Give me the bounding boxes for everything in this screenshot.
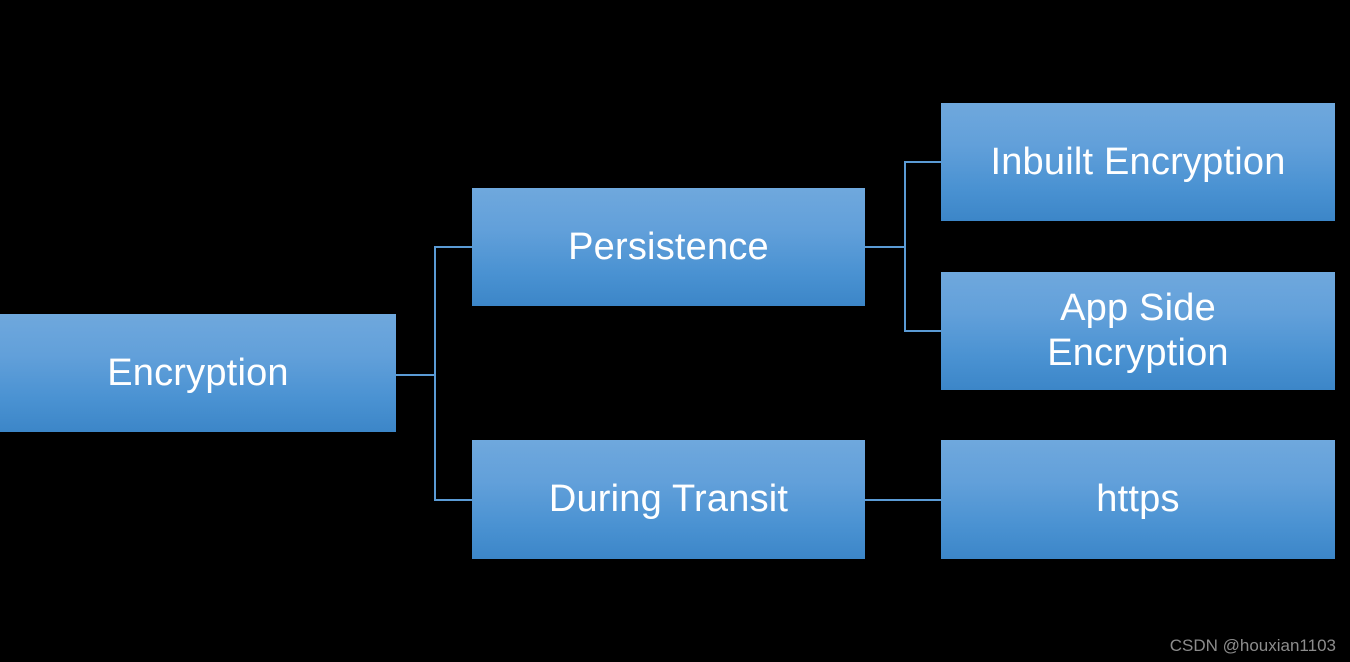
node-encryption[interactable]: Encryption xyxy=(0,314,396,432)
node-app-side-encryption-label: App Side Encryption xyxy=(1047,287,1229,374)
node-https[interactable]: https xyxy=(941,440,1335,559)
node-https-label: https xyxy=(1096,478,1180,521)
connector-branch-to-app-side-encryption xyxy=(904,330,941,332)
connector-persistence-to-branch xyxy=(865,246,906,248)
connector-branch-to-inbuilt-encryption xyxy=(904,161,941,163)
node-during-transit-label: During Transit xyxy=(548,478,789,521)
node-persistence-label: Persistence xyxy=(568,225,769,268)
connector-branch-to-persistence xyxy=(434,246,472,248)
node-app-side-encryption[interactable]: App Side Encryption xyxy=(941,272,1335,390)
node-persistence[interactable]: Persistence xyxy=(472,188,865,306)
connector-encryption-to-branch xyxy=(396,374,436,376)
connector-branch-to-during-transit xyxy=(434,499,472,501)
node-encryption-label: Encryption xyxy=(107,351,289,394)
connector-persistence-spine xyxy=(904,161,906,332)
watermark-text: CSDN @houxian1103 xyxy=(1169,636,1336,655)
connector-root-spine xyxy=(434,246,436,501)
node-during-transit[interactable]: During Transit xyxy=(472,440,865,559)
connector-during-transit-to-https xyxy=(865,499,941,501)
node-inbuilt-encryption-label: Inbuilt Encryption xyxy=(990,140,1286,183)
node-inbuilt-encryption[interactable]: Inbuilt Encryption xyxy=(941,103,1335,221)
